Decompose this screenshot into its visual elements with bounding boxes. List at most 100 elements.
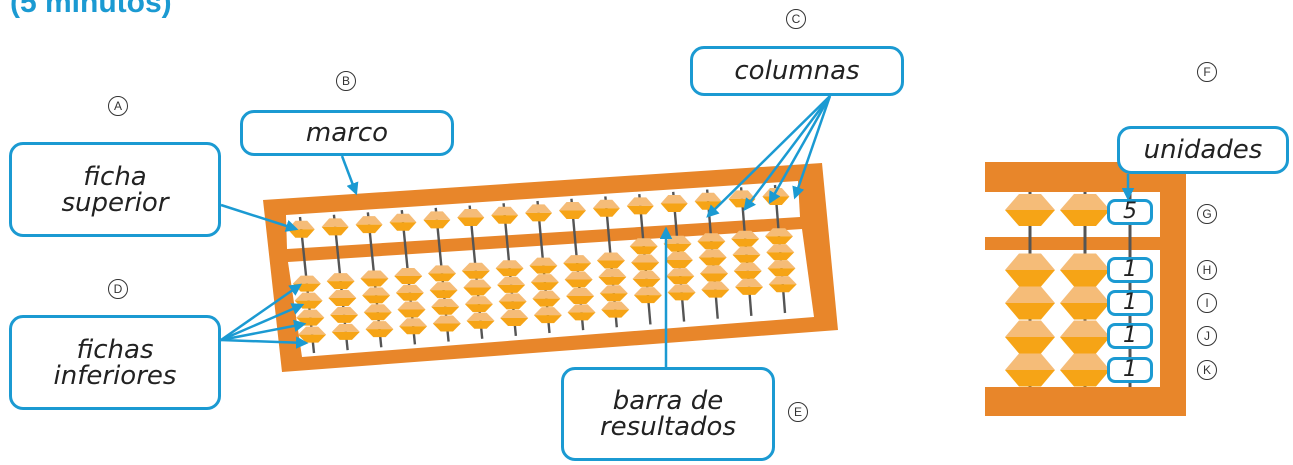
- label-letter-a: A: [108, 96, 128, 116]
- label-letter-e: E: [788, 402, 808, 422]
- lower-bead-col-5-1: [428, 265, 457, 282]
- closeup-upper-bead-2: [1060, 194, 1110, 226]
- label-unidades: unidades: [1117, 126, 1289, 174]
- lower-bead-col-15-3: [767, 260, 796, 277]
- closeup-lower-bead-1-3: [1005, 320, 1055, 354]
- arrow-columnas-4: [792, 95, 832, 200]
- lower-bead-col-11-3: [632, 270, 661, 287]
- lower-bead-col-4-1: [394, 267, 423, 284]
- lower-bead-col-5-2: [429, 282, 458, 299]
- lower-bead-col-12-3: [666, 268, 695, 285]
- arrow-fichas-inferiores-1: [220, 283, 303, 342]
- label-letter-f: F: [1197, 62, 1217, 82]
- closeup-upper-bead-1: [1005, 194, 1055, 226]
- arrow-marco: [340, 155, 359, 196]
- closeup-lower-bead-1-2: [1005, 286, 1055, 320]
- lower-bead-col-9-1: [563, 255, 592, 272]
- arrow-fichas-inferiores-2: [220, 303, 305, 342]
- arrow-columnas-3: [768, 95, 832, 205]
- lower-bead-col-15-4: [768, 276, 797, 293]
- label-letter-g: G: [1197, 204, 1217, 224]
- arrow-fichas-inferiores-3: [220, 319, 307, 342]
- arrow-columnas-1: [706, 95, 831, 218]
- page-title: (5 minutos): [10, 0, 172, 19]
- label-columnas: columnas: [690, 46, 904, 96]
- lower-bead-col-3-4: [365, 321, 394, 338]
- arrow-fichas-inferiores-4: [220, 336, 309, 349]
- closeup-frame-middle: [985, 237, 1160, 250]
- upper-bead-col-3: [355, 216, 383, 234]
- lower-bead-col-11-1: [629, 238, 658, 255]
- lower-bead-col-8-3: [532, 290, 561, 307]
- lower-bead-col-14-2: [732, 246, 761, 263]
- lower-bead-col-8-2: [530, 274, 559, 291]
- upper-bead-col-9: [558, 202, 586, 220]
- lower-bead-col-6-3: [464, 296, 493, 313]
- upper-bead-col-6: [457, 209, 485, 227]
- lower-bead-col-13-3: [700, 265, 729, 282]
- lower-bead-col-3-3: [363, 304, 392, 321]
- unit-value-lower-4: 1: [1107, 357, 1153, 383]
- label-letter-c: C: [786, 9, 806, 29]
- label-letter-b: B: [336, 71, 356, 91]
- lower-bead-col-13-4: [701, 281, 730, 298]
- lower-bead-col-9-2: [564, 271, 593, 288]
- upper-bead-col-10: [592, 199, 620, 217]
- lower-bead-col-7-2: [497, 276, 526, 293]
- lower-bead-col-5-3: [431, 298, 460, 315]
- upper-bead-col-7: [491, 206, 519, 224]
- closeup-lower-bead-2-3: [1060, 320, 1110, 354]
- upper-bead-col-4: [389, 213, 417, 231]
- closeup-lower-bead-2-1: [1060, 253, 1110, 287]
- lower-bead-col-10-3: [599, 285, 628, 302]
- unit-value-top: 5: [1107, 199, 1153, 225]
- lower-bead-col-4-3: [397, 301, 426, 318]
- label-letter-d: D: [108, 279, 128, 299]
- lower-bead-col-3-1: [360, 270, 389, 287]
- lower-bead-col-2-4: [331, 323, 360, 340]
- unit-value-lower-3: 1: [1107, 323, 1153, 349]
- label-letter-j: J: [1197, 326, 1217, 346]
- unit-value-lower-2: 1: [1107, 290, 1153, 316]
- lower-bead-col-5-4: [432, 315, 461, 332]
- lower-bead-col-15-2: [766, 244, 795, 261]
- label-letter-h: H: [1197, 260, 1217, 280]
- lower-bead-col-12-2: [664, 251, 693, 268]
- arrow-columnas-2: [743, 95, 831, 211]
- lower-bead-col-7-3: [498, 293, 527, 310]
- lower-bead-col-6-2: [463, 279, 492, 296]
- lower-bead-col-10-1: [596, 252, 625, 269]
- lower-bead-col-14-4: [735, 278, 764, 295]
- lower-bead-col-10-4: [601, 301, 630, 318]
- label-letter-k: K: [1197, 360, 1217, 380]
- lower-bead-col-2-3: [330, 306, 359, 323]
- lower-bead-col-9-3: [566, 287, 595, 304]
- closeup-frame-bottom: [985, 387, 1186, 416]
- upper-bead-col-8: [525, 204, 553, 222]
- upper-bead-col-2: [321, 218, 349, 236]
- lower-bead-col-13-1: [697, 233, 726, 250]
- label-fichas-inferiores: fichas inferiores: [9, 315, 221, 410]
- lower-bead-col-2-1: [326, 273, 355, 290]
- closeup-lower-bead-1-4: [1005, 353, 1055, 387]
- lower-bead-col-12-4: [667, 284, 696, 301]
- lower-bead-col-9-4: [567, 304, 596, 321]
- upper-bead-col-11: [626, 197, 654, 215]
- lower-bead-col-13-2: [698, 249, 727, 266]
- closeup-lower-bead-2-4: [1060, 353, 1110, 387]
- lower-bead-col-7-4: [500, 309, 529, 326]
- label-letter-i: I: [1197, 293, 1217, 313]
- label-marco: marco: [240, 110, 454, 156]
- closeup-lower-bead-2-2: [1060, 286, 1110, 320]
- arrow-ficha-superior: [220, 203, 299, 232]
- lower-bead-col-3-2: [362, 287, 391, 304]
- lower-bead-col-7-1: [495, 260, 524, 277]
- lower-bead-col-6-1: [461, 262, 490, 279]
- lower-bead-col-14-3: [733, 262, 762, 279]
- lower-bead-col-6-4: [466, 312, 495, 329]
- label-ficha-superior: ficha superior: [9, 142, 221, 237]
- closeup-lower-bead-1-1: [1005, 253, 1055, 287]
- lower-bead-col-4-4: [399, 318, 428, 335]
